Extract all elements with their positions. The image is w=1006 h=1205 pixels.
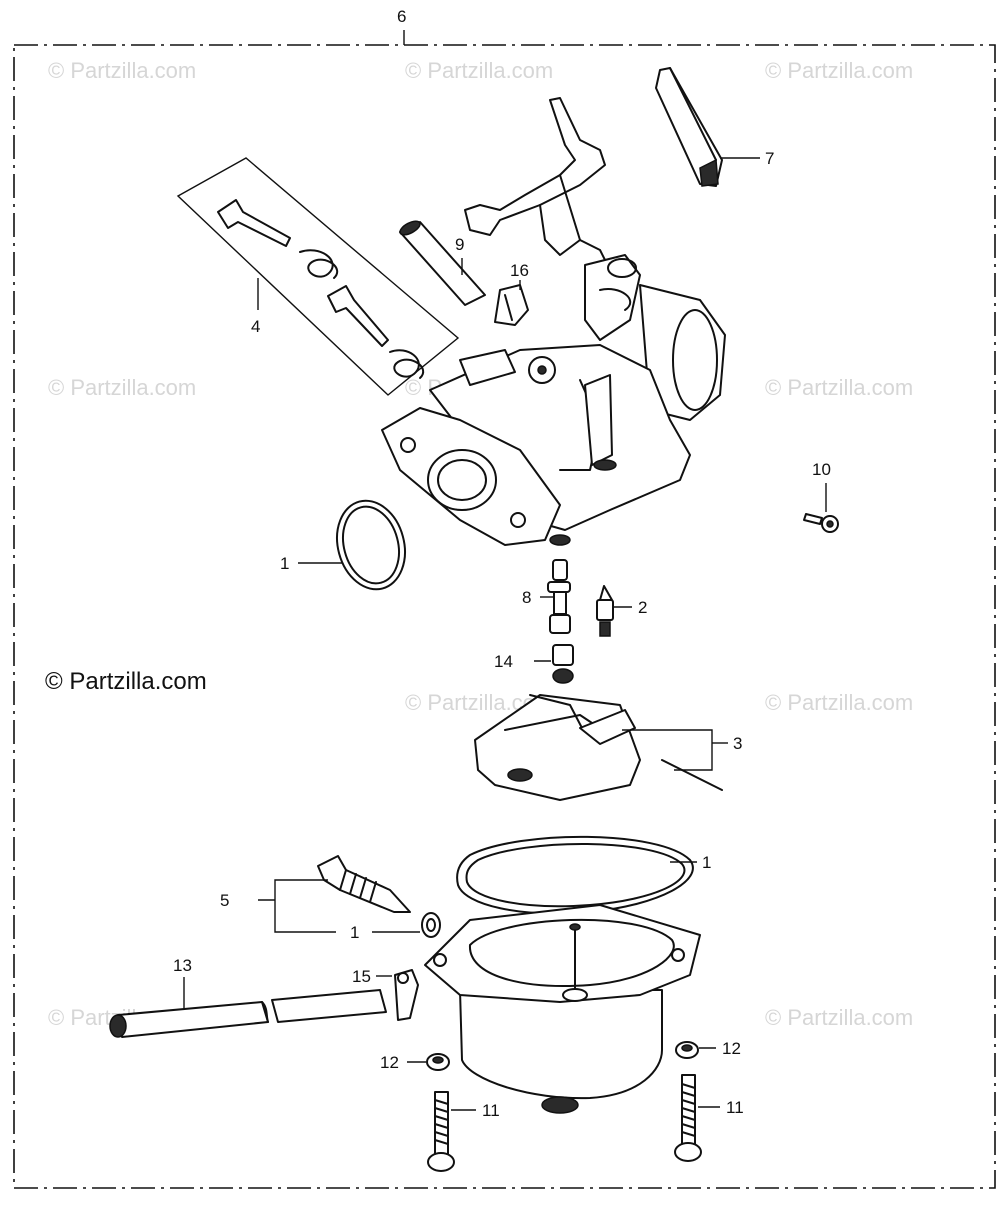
- part-8-jet-stem: [547, 559, 571, 634]
- watermarks: © Partzilla.com © Partzilla.com © Partzi…: [48, 58, 913, 1030]
- callout-3: 3: [733, 734, 742, 753]
- part-12-washer-left: [426, 1053, 450, 1071]
- part-2-needle-valve: [596, 585, 614, 637]
- throttle-lever-bracket: [464, 97, 611, 271]
- callout-10: 10: [812, 460, 831, 479]
- part-11-bolt-right: [674, 1074, 702, 1162]
- callout-13: 13: [173, 956, 192, 975]
- part-1-bowl-gasket: [456, 835, 694, 915]
- part-12-washer-right: [675, 1041, 699, 1059]
- callout-12-left: 12: [380, 1053, 399, 1072]
- callout-16: 16: [510, 261, 529, 280]
- part-1-small-washer: [421, 912, 441, 938]
- watermark-text: © Partzilla.com: [765, 1005, 913, 1030]
- partzilla-credit: © Partzilla.com: [45, 668, 245, 728]
- credit-text: © Partzilla.com: [45, 668, 207, 695]
- part-13-fuel-hose: [109, 989, 387, 1038]
- callout-1-o-ring-upper: 1: [280, 554, 289, 573]
- watermark-text: © Partzilla.com: [48, 58, 196, 83]
- float-bowl: [424, 904, 701, 1114]
- watermark-text: © Partzilla.com: [765, 375, 913, 400]
- part-9-tube: [399, 220, 486, 306]
- kit-border: [13, 44, 996, 1189]
- watermark-text: © Partzilla.com: [48, 375, 196, 400]
- part-10-screw: [803, 513, 839, 533]
- part-1-o-ring-upper: [336, 499, 406, 591]
- callout-6: 6: [397, 7, 406, 26]
- part-3-float: [474, 694, 723, 801]
- callout-2: 2: [638, 598, 647, 617]
- callout-8: 8: [522, 588, 531, 607]
- callout-1-small-washer: 1: [350, 923, 359, 942]
- callout-11-right: 11: [726, 1098, 744, 1117]
- part-16-clip: [494, 284, 529, 326]
- callout-11-left: 11: [482, 1101, 500, 1120]
- callout-5: 5: [220, 891, 229, 910]
- part-11-bolt-left: [427, 1091, 455, 1172]
- part-5-mixture-screw: [317, 855, 411, 913]
- watermark-text: © Partzilla.com: [405, 58, 553, 83]
- part-7-bar: [655, 67, 723, 187]
- callout-14: 14: [494, 652, 513, 671]
- callout-4: 4: [251, 317, 260, 336]
- part-15-hose-clip: [394, 969, 419, 1021]
- callout-15: 15: [352, 967, 371, 986]
- bracket-3: [622, 729, 713, 771]
- callout-7: 7: [765, 149, 774, 168]
- callout-1-bowl-gasket: 1: [702, 853, 711, 872]
- callout-12-right: 12: [722, 1039, 741, 1058]
- watermark-text: © Partzilla.com: [765, 690, 913, 715]
- callout-9: 9: [455, 235, 464, 254]
- watermark-text: © Partzilla.com: [765, 58, 913, 83]
- part-14-nozzle: [552, 644, 574, 684]
- part-4-screw-set: [176, 157, 460, 396]
- carburetor-body: [381, 254, 726, 546]
- bracket-5: [274, 879, 336, 933]
